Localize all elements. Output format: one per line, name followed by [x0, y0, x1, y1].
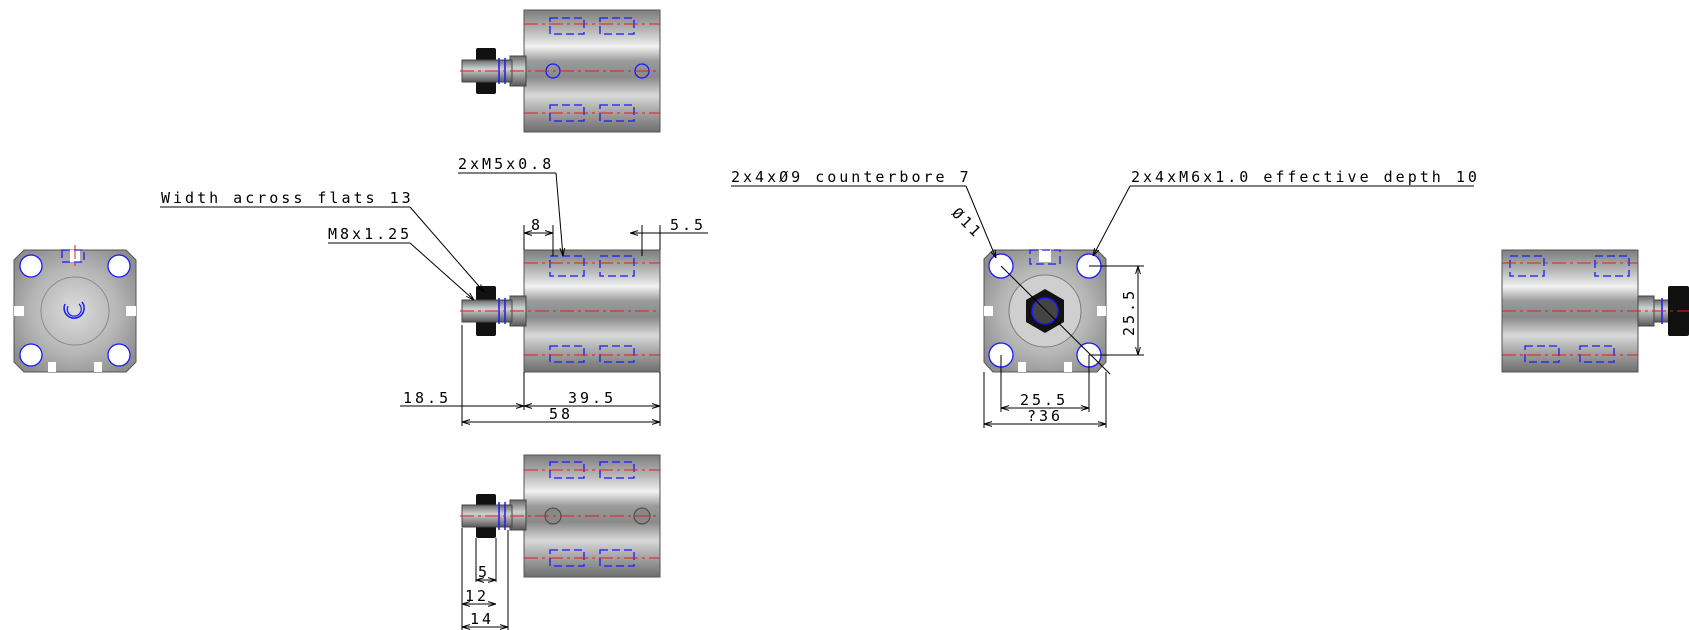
dim-rod-length: 18.5 — [403, 389, 451, 407]
dim-port-offset: 8 — [531, 216, 543, 234]
dim-port-offset-right: 5.5 — [670, 216, 706, 234]
left-end-view — [13, 245, 137, 373]
dim-mount-vertical: 25.5 — [1120, 288, 1138, 336]
mount-thread-label: 2x4xM6x1.0 effective depth 10 — [1131, 168, 1480, 186]
counterbore-label: 2x4xØ9 counterbore 7 — [731, 168, 972, 186]
dim-body-width: ?36 — [1027, 407, 1063, 425]
ports-label: 2xM5x0.8 — [458, 155, 554, 173]
front-view — [460, 249, 661, 373]
bottom-view-dimensions: 5 12 14 — [461, 528, 509, 630]
bottom-view — [460, 454, 661, 578]
dim-overall-length: 58 — [549, 405, 573, 423]
dim-flat-5: 5 — [478, 563, 490, 581]
rod-thread-label: M8x1.25 — [328, 225, 412, 243]
width-across-flats-label: Width across flats 13 — [161, 189, 414, 207]
rod-end-view-dimensions: 2x4xØ9 counterbore 7 2x4xM6x1.0 effectiv… — [731, 168, 1480, 428]
dim-mount-horizontal: 25.5 — [1020, 391, 1068, 409]
dim-body-length: 39.5 — [568, 389, 616, 407]
front-view-dimensions: Width across flats 13 M8x1.25 2xM5x0.8 8… — [160, 155, 708, 426]
right-side-view — [1501, 249, 1689, 373]
dim-flat-14: 14 — [470, 610, 494, 628]
top-view — [460, 9, 661, 133]
bore-diameter-label: Ø11 — [948, 204, 986, 242]
dim-flat-12: 12 — [465, 587, 489, 605]
